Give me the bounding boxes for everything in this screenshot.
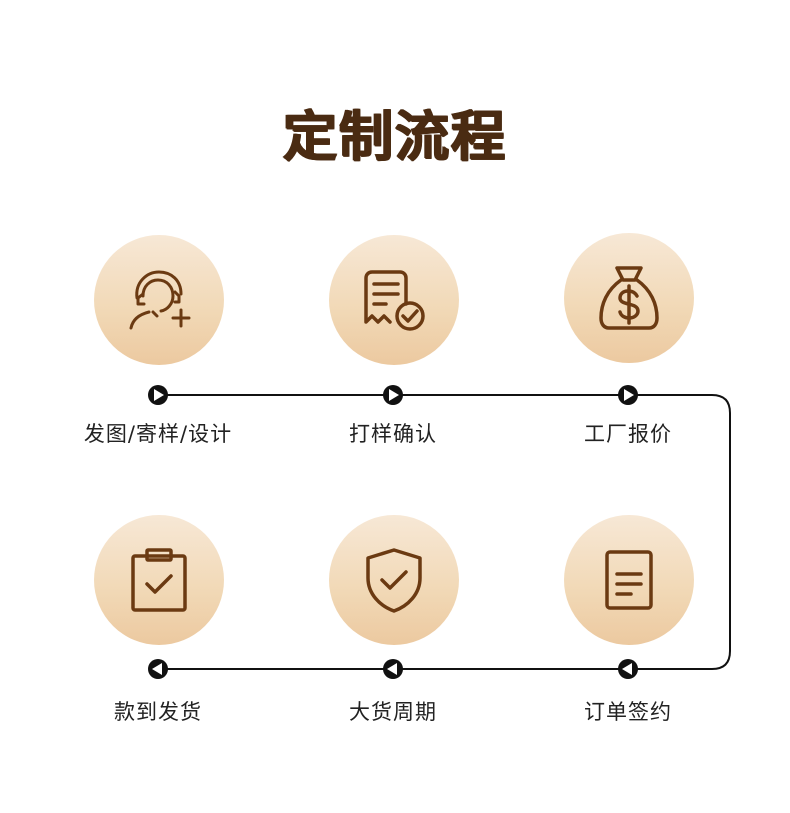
- customer-service-add-icon: [129, 270, 191, 330]
- step-6-circle: [94, 515, 224, 645]
- clipboard-check-icon: [131, 548, 187, 612]
- step-2-node: [383, 385, 403, 405]
- shield-check-icon: [366, 548, 422, 613]
- step-2-label: 打样确认: [349, 422, 437, 446]
- step-5-label: 大货周期: [349, 700, 437, 724]
- step-3-node: [618, 385, 638, 405]
- step-2-circle: [329, 235, 459, 365]
- step-1-label: 发图/寄样/设计: [83, 422, 233, 446]
- step-5-node: [383, 659, 403, 679]
- step-3-circle: [564, 233, 694, 363]
- step-4-node: [618, 659, 638, 679]
- contract-document-icon: [605, 550, 653, 610]
- step-6-node: [148, 659, 168, 679]
- step-6-label: 款到发货: [114, 700, 202, 724]
- step-3-label: 工厂报价: [584, 422, 672, 446]
- money-bag-icon: [599, 266, 659, 330]
- page-title: 定制流程: [283, 105, 507, 168]
- step-1-node: [148, 385, 168, 405]
- step-4-label: 订单签约: [584, 700, 672, 724]
- step-1-circle: [94, 235, 224, 365]
- step-5-circle: [329, 515, 459, 645]
- step-4-circle: [564, 515, 694, 645]
- document-check-icon: [364, 270, 425, 331]
